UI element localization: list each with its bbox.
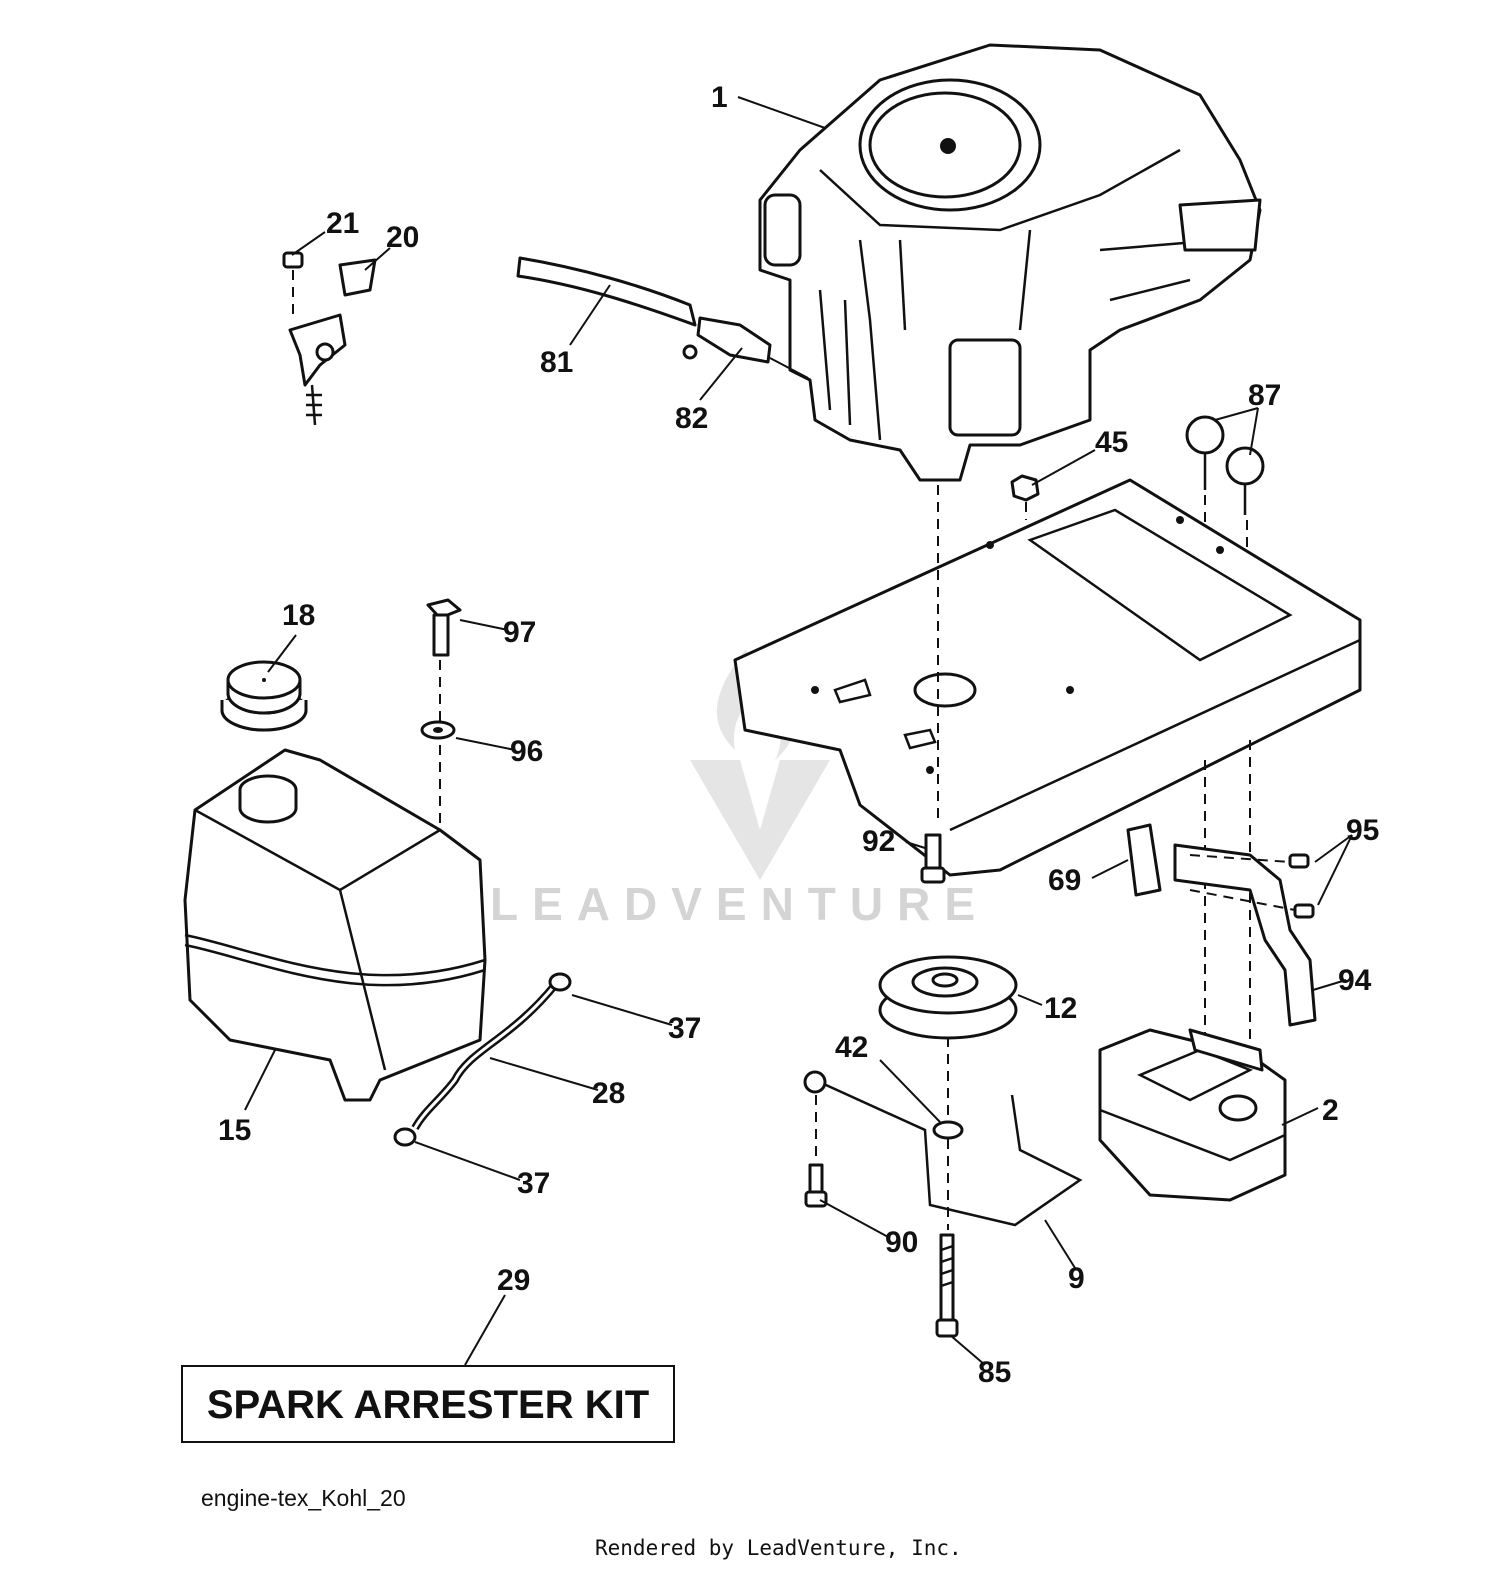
engine-mount-plate	[733, 478, 1362, 877]
callout-45: 45	[1095, 426, 1128, 459]
screw-95	[1189, 853, 1315, 919]
callout-37: 37	[668, 1012, 701, 1045]
kit-label: SPARK ARRESTER KIT	[207, 1383, 649, 1427]
callout-15: 15	[218, 1114, 251, 1147]
kit-box	[181, 1365, 675, 1443]
spark-arrester-kit: SPARK ARRESTER KIT	[181, 1365, 675, 1443]
callout-94: 94	[1338, 964, 1372, 997]
diagram-file-name: engine-tex_Kohl_20	[201, 1485, 406, 1511]
screw-90	[804, 1095, 828, 1208]
bolt-97	[426, 598, 462, 657]
gasket-69	[1126, 823, 1162, 897]
callout-42: 42	[835, 1031, 868, 1064]
callout-21: 21	[326, 207, 359, 240]
callout-12: 12	[1044, 992, 1077, 1025]
leader-lines	[244, 96, 1353, 1366]
bolt-92	[920, 833, 946, 884]
callout-29: 29	[497, 1264, 530, 1297]
callout-1: 1	[711, 81, 728, 114]
watermark: LEADVENTURE	[490, 650, 989, 930]
callout-81: 81	[540, 346, 573, 379]
throttle-control-20	[288, 258, 377, 426]
callout-2: 2	[1322, 1094, 1339, 1127]
watermark-text: LEADVENTURE	[490, 878, 989, 930]
callout-20: 20	[386, 221, 419, 254]
callout-97: 97	[503, 616, 536, 649]
muffler-bracket-9	[803, 1070, 1083, 1227]
callout-85: 85	[978, 1356, 1011, 1389]
rendered-by-footer: Rendered by LeadVenture, Inc.	[595, 1536, 962, 1560]
callout-9: 9	[1068, 1262, 1085, 1295]
callout-82: 82	[675, 402, 708, 435]
callout-96: 96	[510, 735, 543, 768]
fuel-cap-18	[220, 660, 308, 732]
hose-clamp-37	[548, 972, 572, 992]
callout-28: 28	[592, 1077, 625, 1110]
hose-clamp-37	[393, 1127, 417, 1147]
fuel-filter-82	[682, 316, 809, 379]
callout-37: 37	[517, 1167, 550, 1200]
washer-42	[932, 1120, 964, 1140]
engine	[758, 43, 1262, 482]
callout-18: 18	[282, 599, 315, 632]
callout-95: 95	[1346, 814, 1379, 847]
callout-69: 69	[1048, 864, 1081, 897]
nut-45	[1010, 474, 1040, 520]
callout-92: 92	[862, 825, 895, 858]
screw-21	[282, 251, 304, 320]
washer-96	[420, 720, 456, 740]
exhaust-pipe-94	[1173, 843, 1317, 1027]
fuel-line-28	[411, 982, 559, 1131]
bolt-85	[935, 1233, 959, 1338]
muffler-2	[1098, 1028, 1287, 1202]
callout-90: 90	[885, 1226, 918, 1259]
callout-numbers: 1 21 20 81 82 87 45 18 97 96 92 95 69 94…	[218, 81, 1379, 1389]
callout-87: 87	[1248, 379, 1281, 412]
pulley-12	[878, 955, 1018, 1040]
fuel-tank-15	[183, 748, 487, 1102]
